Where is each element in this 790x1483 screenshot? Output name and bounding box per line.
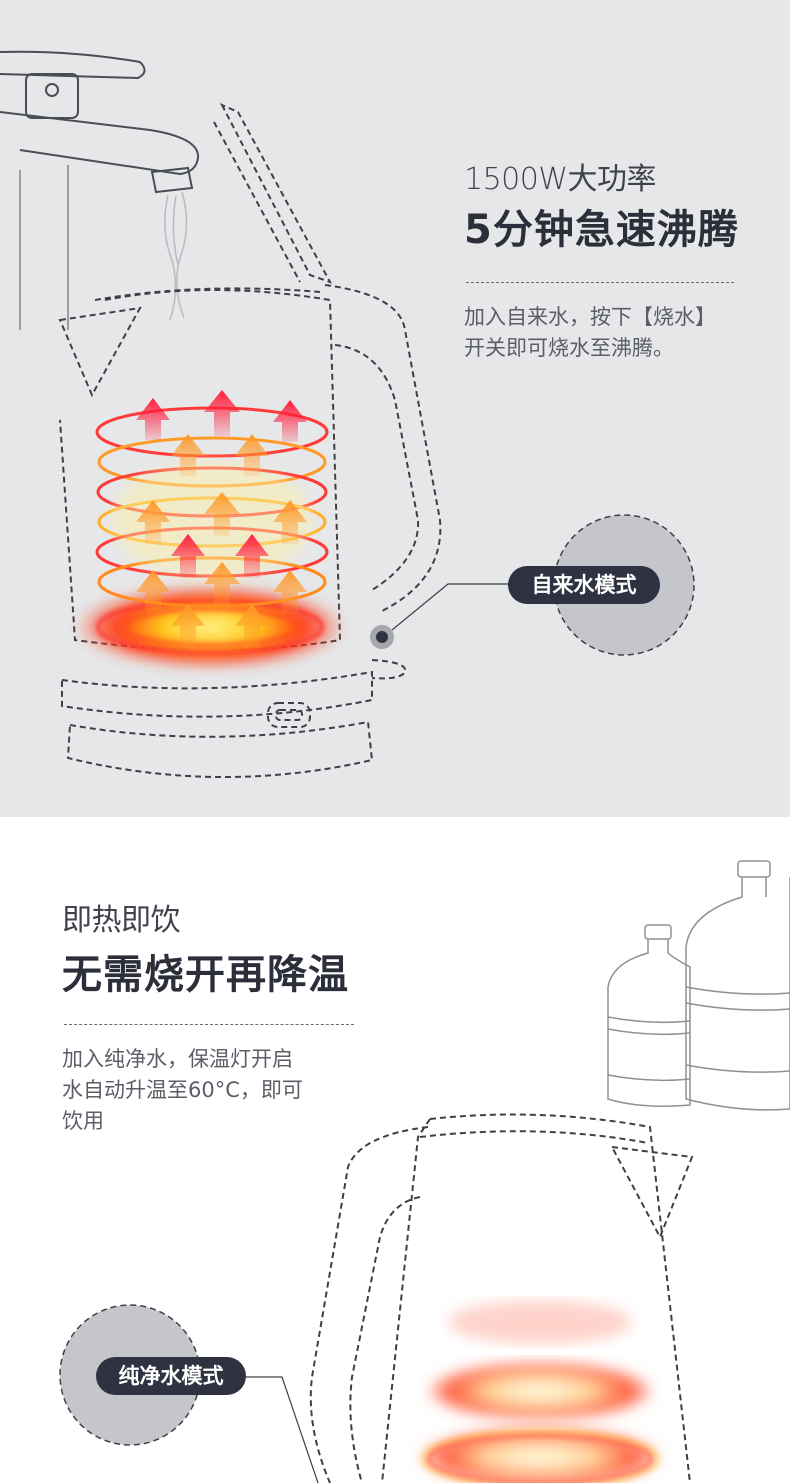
purified-water-mode-badge: 纯净水模式	[96, 1357, 246, 1395]
warm-subtitle: 即热即饮	[62, 903, 181, 938]
heating-plate-glow	[75, 585, 345, 669]
kettle-outline-warm	[309, 1113, 694, 1483]
warm-description-line2: 水自动升温至60°C，即可	[62, 1078, 303, 1102]
boil-description-line1: 加入自来水，按下【烧水】	[464, 305, 716, 329]
warm-callout-line	[244, 1376, 319, 1483]
warm-divider	[64, 1024, 354, 1025]
boil-divider	[466, 282, 734, 283]
warm-description-line3: 饮用	[62, 1109, 104, 1133]
tap-water-mode-badge: 自来水模式	[508, 566, 660, 604]
callout-line	[391, 583, 512, 631]
water-stream-icon	[164, 191, 188, 321]
boil-subtitle: 1500W大功率	[464, 162, 657, 197]
warm-description-line1: 加入纯净水，保温灯开启	[62, 1047, 293, 1071]
heat-arrows	[136, 390, 307, 648]
warm-section: 即热即饮 无需烧开再降温 加入纯净水，保温灯开启 水自动升温至60°C，即可 饮…	[0, 817, 790, 1483]
boil-description-line2: 开关即可烧水至沸腾。	[464, 336, 674, 360]
kettle-boil-illustration	[0, 50, 695, 778]
water-bottle-icon	[607, 860, 790, 1111]
boil-section: 1500W大功率 5分钟急速沸腾 加入自来水，按下【烧水】 开关即可烧水至沸腾。…	[0, 0, 790, 817]
warm-glow-bottom	[418, 1427, 662, 1483]
faucet-icon	[0, 50, 200, 330]
boil-headline: 5分钟急速沸腾	[464, 207, 739, 253]
warm-headline: 无需烧开再降温	[62, 952, 349, 998]
warm-glow-top	[448, 1300, 632, 1344]
kettle-outline	[58, 102, 442, 778]
warm-glow-middle	[425, 1361, 655, 1421]
